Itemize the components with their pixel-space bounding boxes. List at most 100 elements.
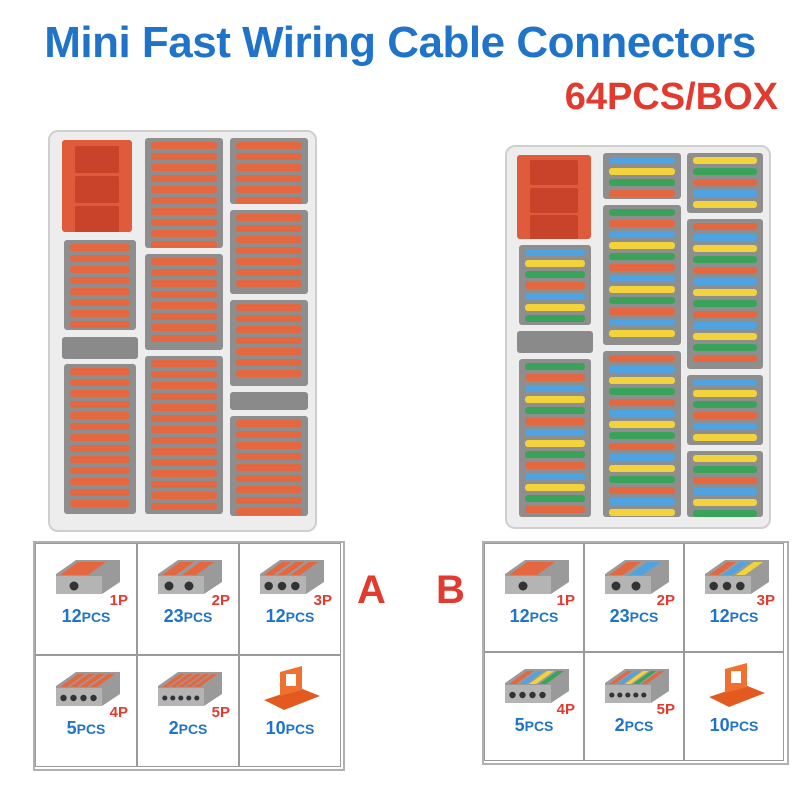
lever [693, 278, 757, 285]
lever [693, 488, 757, 495]
lever [609, 286, 675, 293]
lever [69, 288, 131, 295]
quantity-unit: PCS [285, 609, 315, 625]
connector-stack [519, 359, 591, 517]
connector-stack [603, 205, 681, 345]
connector-5p-icon [605, 669, 669, 703]
lever [236, 164, 302, 171]
lever [69, 489, 131, 496]
lever [151, 153, 217, 160]
cover-strip [62, 337, 138, 359]
connector-stack [230, 210, 308, 294]
lever [693, 190, 757, 197]
lever [524, 374, 586, 381]
lever [524, 506, 586, 513]
connector-stack [64, 364, 136, 514]
connector-stack [519, 245, 591, 325]
lever [236, 486, 302, 493]
lever [236, 280, 302, 287]
quantity-label: 23PCS [585, 606, 683, 627]
lever [151, 437, 217, 444]
quantity-label: 5PCS [485, 715, 583, 736]
lever [693, 390, 757, 397]
lever [69, 423, 131, 430]
lever [609, 498, 675, 505]
lever [69, 401, 131, 408]
connector-3p-icon [260, 560, 324, 594]
connector-1p-icon [505, 560, 569, 594]
quantity-label: 5PCS [36, 718, 136, 739]
quantity-label: 2PCS [585, 715, 683, 736]
lever [693, 344, 757, 351]
lever [236, 236, 302, 243]
quantity-label: 12PCS [685, 606, 783, 627]
mounting-bracket-icon [709, 663, 765, 707]
quantity-unit: PCS [729, 609, 759, 625]
lever [69, 277, 131, 284]
connector-stack [145, 138, 223, 248]
lever [151, 219, 217, 226]
quantity-label: 12PCS [485, 606, 583, 627]
lever [609, 319, 675, 326]
lever [524, 495, 586, 502]
lever [69, 467, 131, 474]
lever [693, 289, 757, 296]
lever [524, 473, 586, 480]
lever [236, 304, 302, 311]
lever [609, 410, 675, 417]
lever [609, 487, 675, 494]
connector-2p-icon [158, 560, 222, 594]
lever [151, 164, 217, 171]
pole-count-label: 4P [109, 704, 128, 721]
storage-box-b [505, 145, 771, 529]
lever [69, 412, 131, 419]
lever [151, 175, 217, 182]
lever [609, 443, 675, 450]
lever [236, 420, 302, 427]
quantity-number: 2 [614, 715, 625, 735]
connector-4p-icon [505, 669, 569, 703]
lever [609, 242, 675, 249]
pole-count-label: 5P [211, 704, 230, 721]
connector-stack [145, 254, 223, 350]
lever [151, 241, 217, 248]
lever [609, 264, 675, 271]
lever [151, 470, 217, 477]
pole-count-label: 2P [656, 592, 675, 609]
lever [151, 492, 217, 499]
lever [609, 421, 675, 428]
lever [69, 478, 131, 485]
lever [524, 429, 586, 436]
lever [693, 157, 757, 164]
lever [151, 258, 217, 265]
pole-count-label: 1P [556, 592, 575, 609]
lever [693, 355, 757, 362]
lever [236, 359, 302, 366]
lever [151, 324, 217, 331]
lever [609, 253, 675, 260]
quantity-number: 12 [61, 606, 82, 626]
lever [69, 368, 131, 375]
connector-stack [687, 451, 763, 517]
lever [693, 379, 757, 386]
lever [609, 297, 675, 304]
lever [609, 454, 675, 461]
quantity-unit: PCS [729, 718, 759, 734]
page-title: Mini Fast Wiring Cable Connectors [44, 18, 756, 67]
lever [236, 269, 302, 276]
lever [524, 260, 586, 267]
lever [236, 142, 302, 149]
lever [69, 244, 131, 251]
quantity-unit: PCS [183, 609, 213, 625]
item-cell-bracket: 10PCS [684, 652, 784, 761]
quantity-number: 12 [509, 606, 530, 626]
lever [693, 434, 757, 441]
connector-5p-icon [158, 672, 222, 706]
quantity-label: 10PCS [685, 715, 783, 736]
connector-stack [603, 351, 681, 517]
lever [151, 503, 217, 510]
quantity-number: 2 [168, 718, 179, 738]
lever [151, 459, 217, 466]
